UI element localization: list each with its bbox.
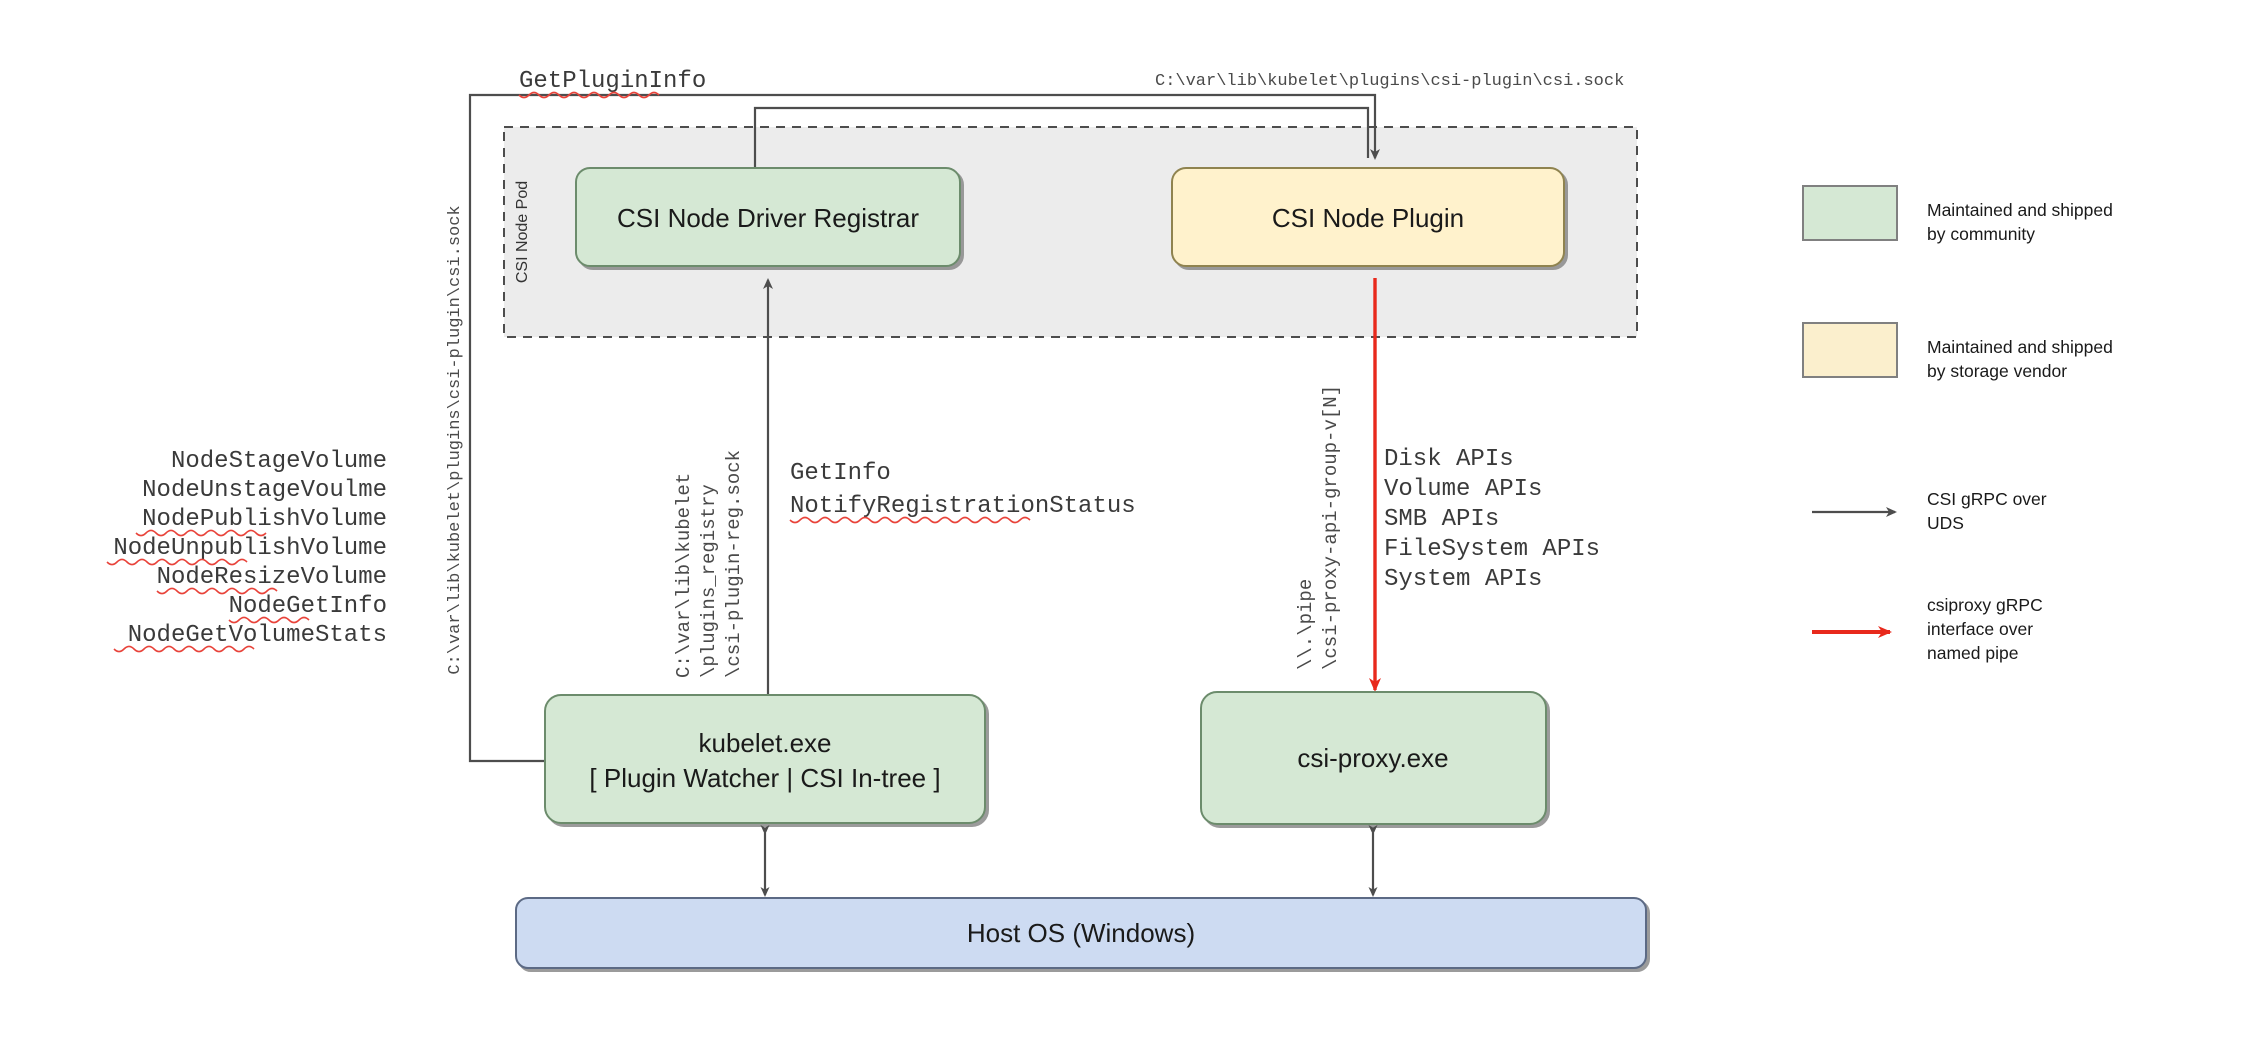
node-service-call-3: NodeUnpublishVolume bbox=[113, 535, 387, 562]
node-label-csi-proxy-exe: csi-proxy.exe bbox=[1297, 743, 1448, 773]
label-registry-path-line3: \csi-plugin-reg.sock bbox=[723, 450, 745, 678]
legend-csi-grpc-line1: CSI gRPC over bbox=[1927, 489, 2047, 509]
legend-community-line1: Maintained and shipped bbox=[1927, 200, 2113, 220]
csi-proxy-api-0: Disk APIs bbox=[1384, 446, 1514, 473]
label-csi-sock-path-top: C:\var\lib\kubelet\plugins\csi-plugin\cs… bbox=[1155, 72, 1624, 91]
node-label-kubelet-exe-line1: kubelet.exe bbox=[699, 728, 832, 758]
node-csi-node-driver-registrar[interactable] bbox=[575, 167, 961, 267]
label-notifyregistrationstatus: NotifyRegistrationStatus bbox=[790, 493, 1136, 520]
label-getinfo: GetInfo bbox=[790, 460, 891, 487]
spellcheck-underline-nodegetinfo bbox=[228, 616, 310, 624]
csi-proxy-api-4: System APIs bbox=[1384, 566, 1542, 593]
csi-proxy-api-3: FileSystem APIs bbox=[1384, 536, 1600, 563]
legend-csiproxy-line1: csiproxy gRPC bbox=[1927, 595, 2043, 615]
legend-csiproxy-line2: interface over bbox=[1927, 619, 2033, 639]
spellcheck-underline-getplugininfo bbox=[518, 91, 660, 99]
node-label-host-os: Host OS (Windows) bbox=[967, 918, 1195, 948]
legend-swatch-vendor bbox=[1802, 322, 1898, 378]
spellcheck-underline-noderesizevolume bbox=[156, 587, 278, 595]
label-registry-path-line2: \plugins_registry bbox=[698, 484, 720, 678]
node-label-csi-node-driver-registrar: CSI Node Driver Registrar bbox=[617, 203, 919, 233]
csi-node-pod-label: CSI Node Pod bbox=[514, 181, 531, 283]
spellcheck-underline-nodegetvolumestats bbox=[113, 645, 255, 653]
label-registry-path-line1: C:\var\lib\kubelet bbox=[673, 473, 695, 678]
legend: Maintained and shipped by community Main… bbox=[1802, 185, 2113, 663]
node-service-call-list: NodeStageVolume NodeUnstageVoulme NodePu… bbox=[106, 448, 387, 653]
label-csi-sock-path-vertical: C:\var\lib\kubelet\plugins\csi-plugin\cs… bbox=[446, 205, 465, 674]
legend-community-line2: by community bbox=[1927, 224, 2035, 244]
node-label-csi-node-plugin: CSI Node Plugin bbox=[1272, 203, 1464, 233]
node-label-kubelet-exe-line2: [ Plugin Watcher | CSI In-tree ] bbox=[589, 763, 940, 793]
csi-proxy-api-list: Disk APIs Volume APIs SMB APIs FileSyste… bbox=[1384, 446, 1600, 593]
node-csi-node-plugin[interactable] bbox=[1171, 167, 1565, 267]
spellcheck-underline-nodeunpublishvolume bbox=[106, 558, 248, 566]
node-kubelet-exe[interactable] bbox=[544, 694, 986, 824]
node-service-call-1: NodeUnstageVoulme bbox=[142, 477, 387, 504]
node-service-call-5: NodeGetInfo bbox=[229, 593, 387, 620]
legend-swatch-community bbox=[1802, 185, 1898, 241]
node-csi-proxy-exe[interactable] bbox=[1200, 691, 1547, 825]
label-named-pipe-line2: \csi-proxy-api-group-v[N] bbox=[1320, 385, 1342, 670]
legend-vendor-line1: Maintained and shipped bbox=[1927, 337, 2113, 357]
node-service-call-2: NodePublishVolume bbox=[142, 506, 387, 533]
legend-csi-grpc-line2: UDS bbox=[1927, 513, 1964, 533]
legend-csiproxy-line3: named pipe bbox=[1927, 643, 2018, 663]
node-service-call-0: NodeStageVolume bbox=[171, 448, 387, 475]
edge-getplugininfo-kubelet-to-node-plugin bbox=[468, 93, 1380, 763]
spellcheck-underline-nodepublishvolume bbox=[135, 529, 267, 537]
csi-proxy-api-1: Volume APIs bbox=[1384, 476, 1542, 503]
label-getplugininfo: GetPluginInfo bbox=[519, 68, 706, 95]
legend-vendor-line2: by storage vendor bbox=[1927, 361, 2067, 381]
node-host-os[interactable] bbox=[515, 897, 1647, 969]
spellcheck-underline-notifyregistrationstatus bbox=[789, 516, 1031, 524]
label-named-pipe-line1: \\.\pipe bbox=[1295, 579, 1317, 670]
node-service-call-6: NodeGetVolumeStats bbox=[128, 622, 387, 649]
csi-proxy-api-2: SMB APIs bbox=[1384, 506, 1499, 533]
node-service-call-4: NodeResizeVolume bbox=[157, 564, 387, 591]
